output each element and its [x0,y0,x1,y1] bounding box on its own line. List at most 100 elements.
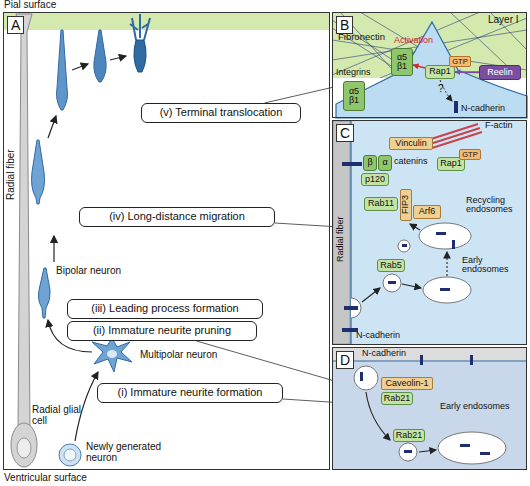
node-label: (iv) Long-distance migration [109,211,245,223]
connector [413,65,425,68]
arrow [402,284,421,288]
new-neuron [59,444,81,466]
text-label: Layer I [488,15,519,26]
panel-letter: D [336,351,354,369]
text-label: catenins [394,157,428,166]
text-label: Fibronectin [338,32,385,42]
protein-box: Caveolin-1 [381,377,433,390]
arrow [410,224,420,230]
node-label: Arf6 [419,207,436,216]
nucleus [17,438,31,458]
arrow [48,116,56,138]
gtp-tag: GTP [449,56,471,67]
nucleus [64,449,76,461]
membrane [332,360,527,361]
protein-box: Rab21 [381,392,413,405]
text-label: Recycling endosomes [466,196,526,215]
dashed-arrow [446,252,447,276]
text-label: Radial glial cell [32,405,82,426]
n-cadherin-bar [454,101,458,113]
panel-letter: C [336,124,354,142]
node-label: α5 β1 [344,87,364,106]
node-label: Rab5 [380,261,402,270]
migrating-neuron [32,140,45,204]
panel-frame: Bα5 β1Rap1GTPReelinα5 β1 [332,12,527,118]
text-label: N-cadherin [356,331,400,340]
node-label: FIP3 [401,195,410,214]
node-label: Caveolin-1 [385,379,428,388]
node-label: Rab21 [396,431,423,440]
node-label: α [382,158,387,167]
node-label: (iii) Leading process formation [91,303,238,315]
node-label: Rab21 [384,394,411,403]
f-actin [428,124,482,148]
text-label: Integrins [336,68,371,77]
translocating-neuron [94,30,106,82]
bipolar-neuron [38,268,50,318]
recycling-endosome [419,223,471,249]
translocating-neuron [57,30,68,110]
fibronectin-mesh [332,12,527,78]
integrin-box: α5 β1 [343,81,365,111]
text-label: F-actin [485,121,513,130]
text-label: Early endosomes [462,256,522,275]
integrin-box: α5 β1 [391,48,413,76]
node-label: GTP [452,58,467,66]
integrin-box: β [363,155,377,171]
arrow [110,56,126,60]
radial-glial-cell [11,423,37,467]
text-label: Multipolar neuron [140,350,217,361]
text-label: Pial surface [4,0,56,11]
protein-box: Rab21 [393,429,425,442]
nucleus [107,350,117,358]
vesicle [399,443,417,461]
text-label: N-cadherin [461,104,505,113]
node-label: Reelin [487,68,513,77]
connector [197,341,332,380]
vesicle [354,366,378,390]
multipolar-neuron [92,338,132,372]
text-label: Ventricular surface [4,473,87,484]
ligand-box: Reelin [479,65,521,80]
text-label: N-cadherin [362,349,406,358]
node-label: (v) Terminal translocation [160,107,283,119]
integrin-box: α [378,155,392,171]
radial-fiber [16,14,32,430]
panel-bg [3,12,330,470]
n-cadherin-bars [342,162,455,332]
panel-frame: C Vinculin βα Rap1GTP p120FIP3Rab11Arf6Rab5 [332,120,527,345]
text-label: Newly generated neuron [86,442,166,463]
early-endosome [438,432,506,464]
node-label: Rap1 [440,159,462,168]
text-label: Early endosomes [440,402,510,411]
protein-box: Rap1 [425,65,455,79]
arrow [362,288,380,302]
node-label: Rap1 [429,67,451,76]
protein-box: Vinculin [389,137,433,150]
protein-box: Rab5 [377,259,405,272]
pial-band [3,12,330,30]
node-label: Vinculin [395,139,426,148]
radial-fiber [332,347,527,361]
text-label: Radial fiber [6,149,17,200]
node-label: p120 [365,175,385,184]
vesicle [383,274,401,292]
panel-bg [332,120,527,345]
protein-box: Arf6 [413,205,441,219]
early-endosome [423,277,471,303]
connector [264,87,332,103]
stage-box: (iv) Long-distance migration [79,207,275,227]
stage-box: (i) Immature neurite formation [97,383,283,403]
panel-bg [332,12,527,118]
protein-box: Rab11 [364,197,398,211]
node-label: GTP [462,151,477,159]
arrow [72,64,88,70]
protein-box: p120 [361,173,389,186]
protein-box: FIP3 [400,189,412,221]
stage-box: (ii) Immature neurite pruning [67,321,257,341]
node-label: (i) Immature neurite formation [118,387,263,399]
connector [455,71,479,73]
panel-bg [332,347,527,470]
layer-one [332,12,527,78]
text-label: ? [438,84,444,95]
